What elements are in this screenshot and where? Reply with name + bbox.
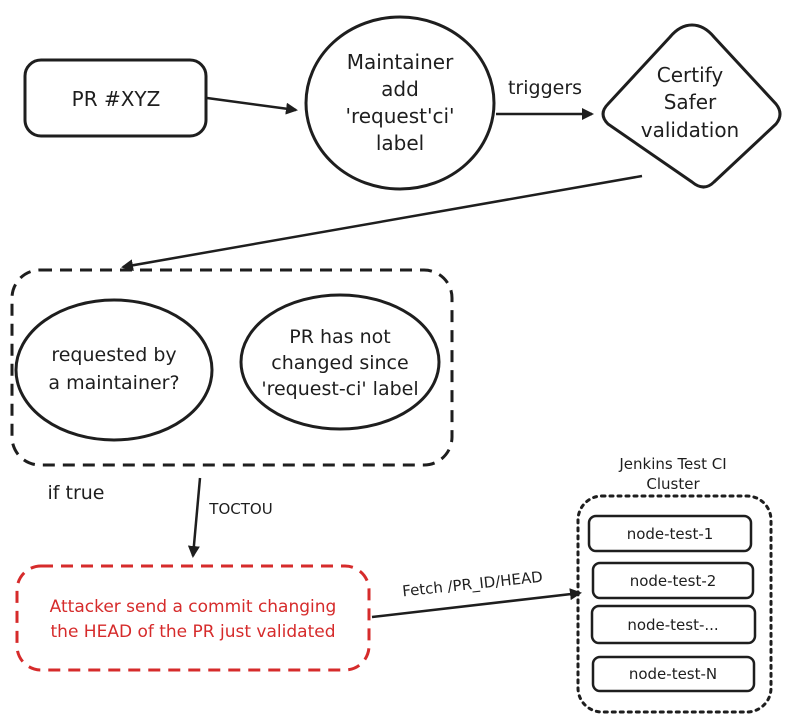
- certify-line-2: Safer: [664, 90, 717, 114]
- cluster-node-1: node-test-1: [587, 514, 753, 553]
- certify-line-1: Certify: [657, 63, 724, 87]
- arrow-certify-to-checks: [121, 174, 643, 272]
- pr-node-label: PR #XYZ: [72, 87, 161, 111]
- attacker-line-2: the HEAD of the PR just validated: [51, 622, 336, 642]
- arrow-pr-to-maintainer: [206, 96, 298, 115]
- check-unchanged-line-1: PR has not: [289, 326, 390, 348]
- arrow-toctou: [187, 477, 202, 558]
- attacker-line-1: Attacker send a commit changing: [50, 597, 337, 617]
- maintainer-line-2: add: [381, 77, 419, 101]
- check-requested-line-2: a maintainer?: [48, 372, 179, 394]
- jenkins-cluster-group: [576, 494, 773, 714]
- certify-line-3: validation: [641, 118, 739, 142]
- check-pr-unchanged: PR has not changed since 'request-ci' la…: [239, 293, 441, 431]
- edge-label-toctou: TOCTOU: [208, 500, 272, 518]
- cluster-node-3: node-test-...: [590, 604, 757, 645]
- edge-label-if-true: if true: [48, 482, 105, 504]
- cluster-node-3-label: node-test-...: [627, 616, 718, 634]
- cluster-node-1-label: node-test-1: [627, 525, 714, 543]
- check-unchanged-line-2: changed since: [271, 352, 408, 374]
- attacker-commit-node: Attacker send a commit changing the HEAD…: [15, 564, 371, 672]
- edge-label-fetch: Fetch /PR_ID/HEAD: [401, 568, 543, 602]
- certify-safer-validation-node: Certify Safer validation: [601, 23, 782, 189]
- check-requested-by-maintainer: requested by a maintainer?: [14, 298, 214, 442]
- edge-label-triggers: triggers: [508, 77, 582, 99]
- validation-checks-group: [10, 268, 454, 467]
- check-requested-line-1: requested by: [51, 344, 176, 366]
- pr-node: PR #XYZ: [23, 58, 208, 138]
- check-unchanged-line-3: 'request-ci' label: [261, 378, 418, 400]
- maintainer-line-4: label: [376, 131, 424, 155]
- maintainer-line-1: Maintainer: [347, 50, 454, 74]
- cluster-node-2-label: node-test-2: [630, 572, 717, 590]
- maintainer-add-label-node: Maintainer add 'request'ci' label: [304, 15, 496, 191]
- cluster-node-n: node-test-N: [591, 655, 756, 693]
- cluster-node-2: node-test-2: [591, 561, 755, 600]
- cluster-title-line-1: Jenkins Test CI: [618, 455, 726, 473]
- cluster-node-n-label: node-test-N: [629, 665, 717, 683]
- arrow-fetch-head: [371, 588, 582, 619]
- maintainer-line-3: 'request'ci': [345, 104, 454, 128]
- cluster-title-line-2: Cluster: [646, 475, 700, 493]
